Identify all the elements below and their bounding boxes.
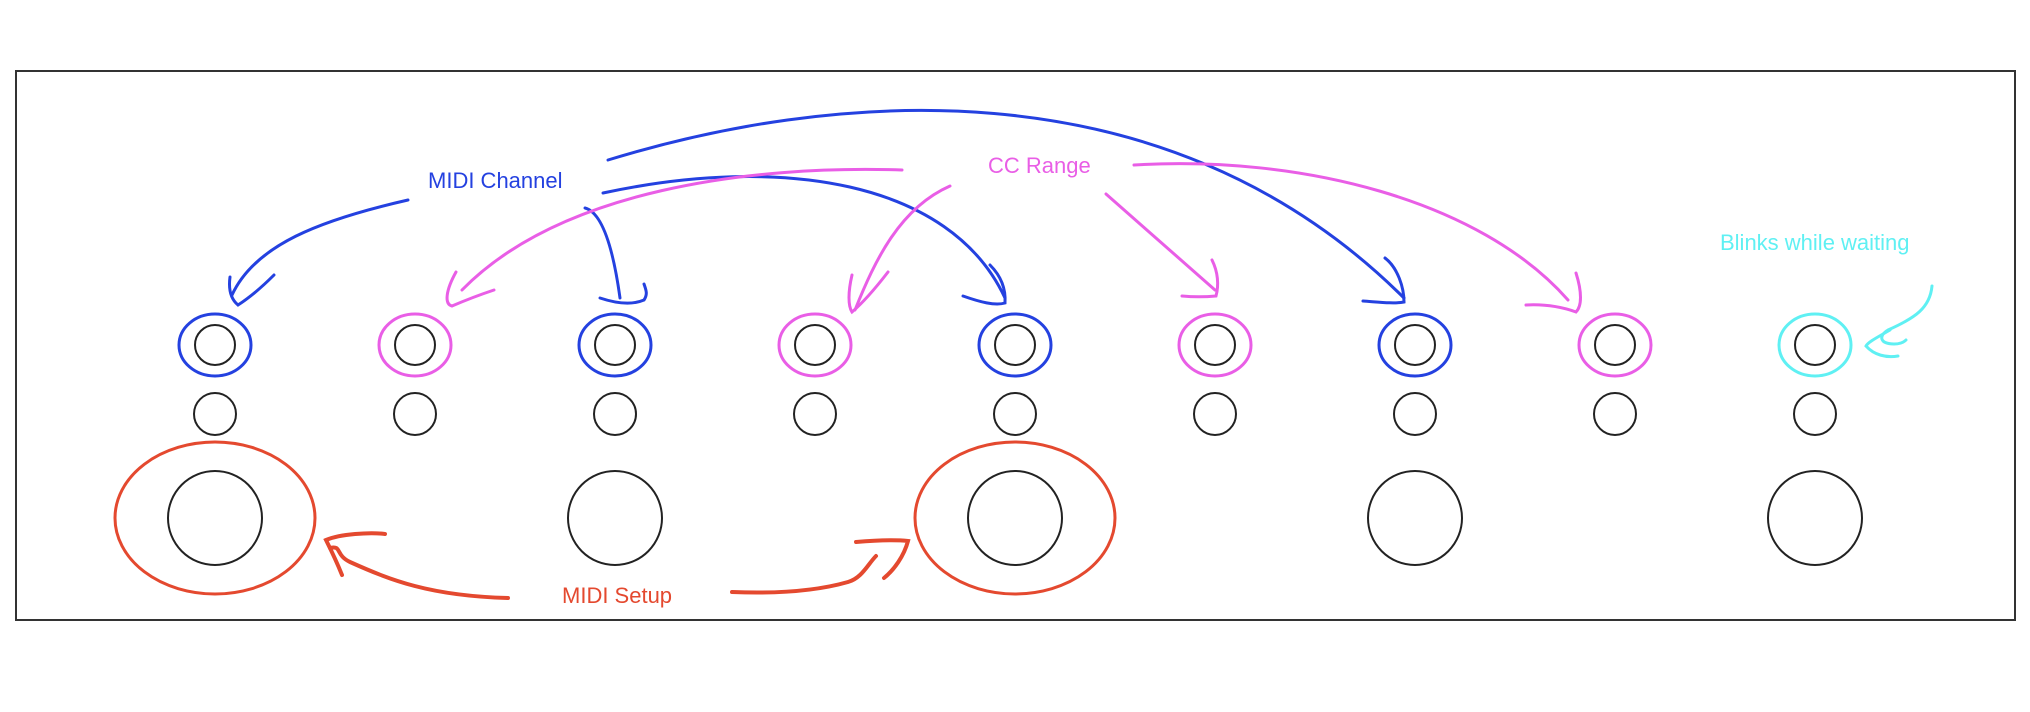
cc-range-arrow-2-head [847,270,890,315]
footswitch-button-1[interactable] [167,470,263,566]
midi-setup-arrow-right-head [854,538,911,580]
cc-range-highlight-ring-2 [377,312,453,378]
midi-setup-arrow-left-head [323,531,387,577]
blinks-highlight-ring-9 [1777,312,1853,378]
midi-channel-arrow-4-head [1361,256,1406,305]
small-led-1 [193,392,237,436]
midi-channel-highlight-ring-1 [177,312,253,378]
cc-range-annotation: CC Range [445,153,1582,315]
cc-range-arrow-1 [460,167,904,292]
small-led-7 [1393,392,1437,436]
cc-range-arrow-1-head [445,270,496,308]
cc-range-label: CC Range [988,153,1091,178]
footswitch-button-5[interactable] [967,470,1063,566]
cc-range-arrow-3 [1104,192,1217,292]
midi-channel-arrow-1 [230,198,410,297]
midi-channel-arrow-2-head [598,282,648,305]
status-led-5 [994,324,1036,366]
small-led-6 [1193,392,1237,436]
midi-setup-label: MIDI Setup [562,583,672,608]
midi-setup-annotation: MIDI Setup [323,531,911,608]
small-led-3 [593,392,637,436]
midi-setup-arrow-left [328,545,510,600]
midi-channel-arrow-3-head [961,263,1007,306]
cc-range-arrow-4-head [1524,271,1582,314]
blinks-annotation: Blinks while waiting [1720,230,1934,359]
cc-range-arrow-2 [853,184,952,312]
status-led-7 [1394,324,1436,366]
cc-range-highlight-ring-6 [1177,312,1253,378]
cc-range-arrow-4 [1132,162,1570,302]
midi-channel-label: MIDI Channel [428,168,563,193]
midi-channel-highlight-ring-3 [577,312,653,378]
midi-channel-arrow-2 [583,206,622,300]
small-led-8 [1593,392,1637,436]
cc-range-arrow-3-head [1180,258,1220,299]
midi-setup-highlight-ring-1 [113,440,317,596]
blinks-arrow-head [1864,328,1900,359]
status-led-6 [1194,324,1236,366]
small-led-5 [993,392,1037,436]
footswitch-button-9[interactable] [1767,470,1863,566]
midi-channel-highlight-ring-5 [977,312,1053,378]
cc-range-highlight-ring-4 [777,312,853,378]
small-led-4 [793,392,837,436]
footswitch-button-3[interactable] [567,470,663,566]
status-led-3 [594,324,636,366]
small-led-2 [393,392,437,436]
midi-channel-annotation: MIDI Channel [228,108,1406,307]
footswitch-button-7[interactable] [1367,470,1463,566]
panel-outline [15,70,2016,621]
status-led-9 [1794,324,1836,366]
blinks-label: Blinks while waiting [1720,230,1910,255]
midi-channel-arrow-3 [601,175,1007,300]
midi-channel-arrow-4 [606,108,1406,300]
cc-range-highlight-ring-8 [1577,312,1653,378]
small-led-9 [1793,392,1837,436]
blinks-arrow [1880,284,1934,346]
status-led-8 [1594,324,1636,366]
midi-channel-arrow-1-head [228,273,276,307]
midi-setup-highlight-ring-5 [913,440,1117,596]
status-led-1 [194,324,236,366]
status-led-4 [794,324,836,366]
status-led-2 [394,324,436,366]
midi-channel-highlight-ring-7 [1377,312,1453,378]
components-layer [113,312,1863,596]
midi-setup-arrow-right [730,554,878,595]
